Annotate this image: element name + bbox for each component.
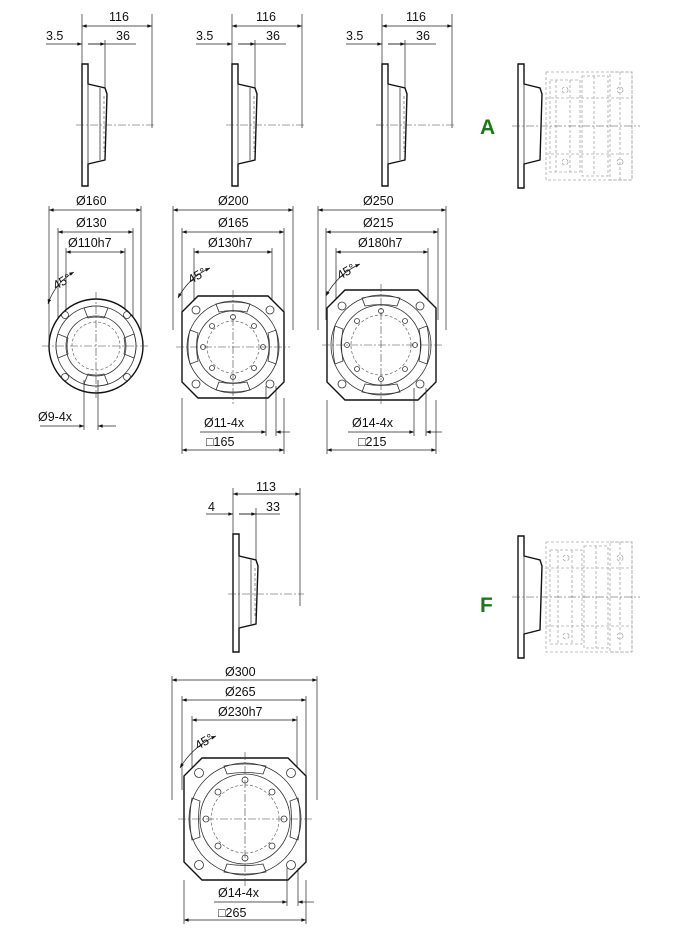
dim-pilot-diameter: Ø130h7 bbox=[208, 236, 253, 250]
dim-pilot-diameter: Ø110h7 bbox=[68, 236, 112, 250]
dim-square: □165 bbox=[206, 435, 234, 449]
side-view-3: 116 3.5 36 bbox=[346, 10, 456, 187]
front-view-1: Ø160 Ø130 Ø110h7 45° Ø9-4x bbox=[38, 194, 150, 430]
dim-pilot: 36 bbox=[116, 29, 130, 43]
dim-outer-diameter: Ø200 bbox=[218, 194, 249, 208]
variant-f-label: F bbox=[480, 594, 493, 617]
dim-holes: Ø11-4x bbox=[204, 416, 245, 430]
dim-outer-diameter: Ø250 bbox=[363, 194, 394, 208]
dim-pilot: 36 bbox=[416, 29, 430, 43]
dim-holes: Ø14-4x bbox=[352, 416, 394, 430]
variant-a-label: A bbox=[480, 116, 495, 139]
dim-overall: 116 bbox=[109, 10, 129, 24]
dim-face: 3.5 bbox=[46, 29, 63, 43]
dim-angle: 45° bbox=[186, 265, 209, 287]
dim-holes: Ø9-4x bbox=[38, 410, 73, 424]
side-view-1: 116 3.5 36 bbox=[46, 10, 156, 187]
dim-pcd: Ø165 bbox=[218, 216, 249, 230]
dim-overall: 116 bbox=[406, 10, 426, 24]
dim-pcd: Ø130 bbox=[76, 216, 107, 230]
dim-overall: 113 bbox=[256, 480, 276, 494]
assembly-a bbox=[512, 63, 640, 189]
dim-outer-diameter: Ø160 bbox=[76, 194, 107, 208]
front-view-2: Ø200 Ø165 Ø130h7 45° bbox=[172, 194, 294, 454]
dim-pilot: 33 bbox=[266, 500, 280, 514]
assembly-f bbox=[512, 535, 640, 659]
side-view-2: 116 3.5 36 bbox=[196, 10, 306, 187]
side-view-4: 113 4 33 bbox=[206, 480, 304, 653]
dim-square: □265 bbox=[218, 906, 246, 920]
dim-pilot: 36 bbox=[266, 29, 280, 43]
dim-pcd: Ø265 bbox=[225, 685, 256, 699]
dim-square: □215 bbox=[358, 435, 386, 449]
dim-angle: 45° bbox=[193, 731, 216, 753]
dim-outer-diameter: Ø300 bbox=[225, 665, 256, 679]
dim-face: 3.5 bbox=[196, 29, 213, 43]
dim-face: 4 bbox=[208, 500, 215, 514]
dim-pilot-diameter: Ø180h7 bbox=[358, 236, 403, 250]
front-view-3: Ø250 Ø215 Ø180h7 45° bbox=[317, 194, 447, 454]
dim-pilot-diameter: Ø230h7 bbox=[218, 705, 263, 719]
dim-holes: Ø14-4x bbox=[218, 886, 260, 900]
dim-face: 3.5 bbox=[346, 29, 363, 43]
dim-overall: 116 bbox=[256, 10, 276, 24]
dim-pcd: Ø215 bbox=[363, 216, 394, 230]
front-view-4: Ø300 Ø265 Ø230h7 45° bbox=[171, 665, 318, 924]
